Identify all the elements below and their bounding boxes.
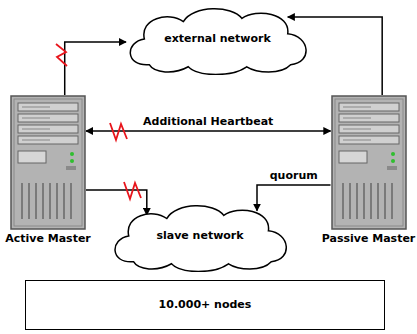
link-failure-zigzag	[124, 182, 141, 199]
connector-arrow	[65, 42, 126, 95]
edge-label: quorum	[268, 169, 320, 182]
link-failure-zigzag	[110, 123, 127, 140]
server-label: Active Master	[0, 232, 104, 245]
edge-label: Additional Heartbeat	[141, 115, 275, 128]
cluster-box: 10.000+ nodes	[25, 280, 385, 330]
node-label: slave network	[156, 229, 243, 242]
network-cloud: slave network	[105, 200, 295, 272]
server-node: Passive Master	[312, 95, 417, 245]
server-label: Passive Master	[312, 232, 417, 245]
node-label: 10.000+ nodes	[159, 298, 252, 311]
server-icon	[331, 95, 407, 230]
connector-arrow	[86, 190, 147, 215]
network-cloud: external network	[120, 3, 315, 75]
server-node: Active Master	[0, 95, 104, 245]
connector-arrow	[257, 185, 331, 211]
node-label: external network	[164, 32, 271, 45]
server-icon	[10, 95, 86, 230]
link-failure-zigzag	[56, 44, 67, 66]
